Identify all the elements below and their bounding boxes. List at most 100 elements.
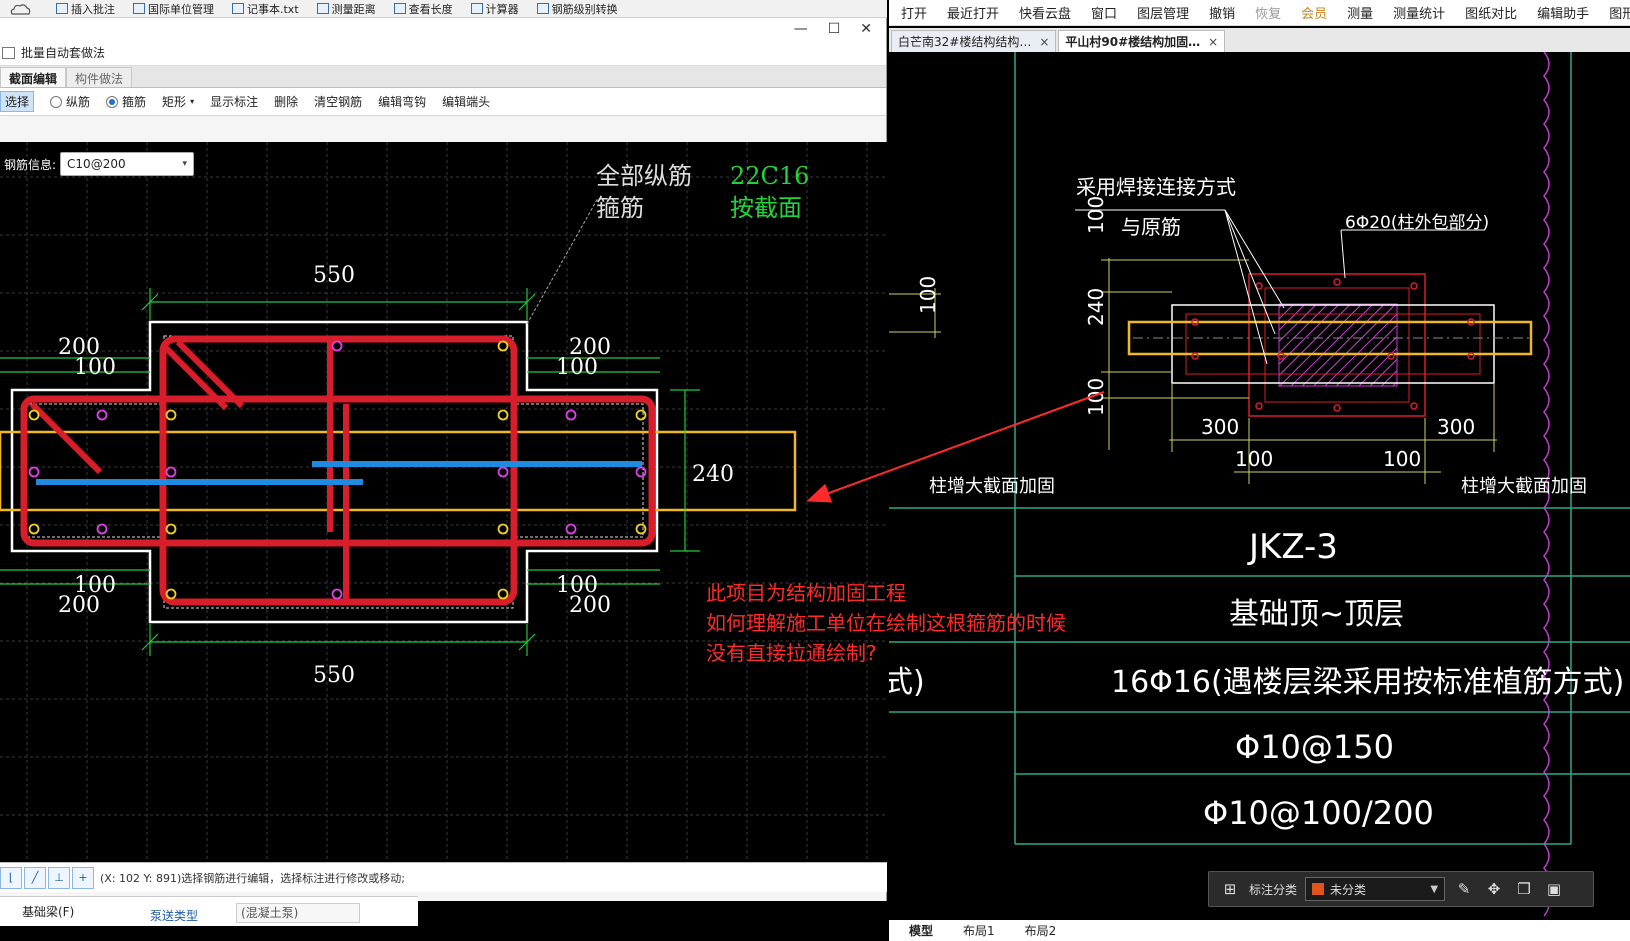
dim-left-bottom-100[interactable]: 100 — [74, 573, 116, 598]
dim-top-width[interactable]: 550 — [313, 263, 355, 288]
menu-measure[interactable]: 测量 — [1347, 7, 1374, 22]
dim-100-bottom[interactable]: 100 — [1084, 378, 1108, 416]
menu-redo[interactable]: 恢复 — [1255, 7, 1282, 22]
menu-measure-stats[interactable]: 测量统计 — [1393, 7, 1446, 22]
note-stirrup[interactable]: 箍筋 — [596, 194, 644, 222]
select-button[interactable]: 选择 — [0, 91, 35, 112]
dim-right-bottom-200[interactable]: 200 — [569, 593, 611, 618]
rebar-point[interactable] — [331, 588, 343, 600]
dim-right-top-100[interactable]: 100 — [556, 355, 598, 380]
rebar-point[interactable] — [497, 409, 509, 421]
menu-undo[interactable]: 撤销 — [1209, 7, 1236, 22]
tab-layout-2[interactable]: 布局2 — [1024, 924, 1057, 938]
toolbar-view-length[interactable]: 查看长度 — [393, 1, 453, 17]
show-dimension-button[interactable]: 显示标注 — [210, 95, 259, 109]
hook-1[interactable] — [160, 342, 229, 411]
rebar-info-combo[interactable]: C10@200▾ — [60, 152, 195, 176]
menu-vip[interactable]: 会员 — [1301, 7, 1328, 22]
edit-hook-button[interactable]: 编辑弯钩 — [378, 95, 427, 109]
rebar-point[interactable] — [28, 523, 40, 535]
rebar-point[interactable] — [165, 409, 177, 421]
radio-stirrup[interactable]: 箍筋 — [106, 93, 146, 110]
rebar-point[interactable] — [497, 523, 509, 535]
dim-100-a[interactable]: 100 — [1235, 447, 1273, 471]
hook-2[interactable] — [29, 401, 103, 475]
cloud-icon[interactable] — [8, 2, 38, 16]
table-longitudinal[interactable]: 16Φ16(遇楼层梁采用按标准植筋方式) — [1111, 665, 1624, 700]
dim-right-240[interactable]: 240 — [692, 462, 734, 487]
weld-note-1[interactable]: 采用焊接连接方式 — [1076, 175, 1236, 199]
rebar-point[interactable] — [565, 409, 577, 421]
rebar-point[interactable] — [497, 340, 509, 352]
note-longitudinal-value[interactable]: 22C16 — [730, 162, 809, 190]
tab-model[interactable]: 模型 — [909, 924, 934, 938]
close-icon[interactable]: × — [1208, 34, 1219, 49]
doc-tab-2[interactable]: 平山村90#楼结构加固…× — [1058, 30, 1226, 52]
dim-left-top-100[interactable]: 100 — [74, 355, 116, 380]
dim-right-top-200[interactable]: 200 — [569, 335, 611, 360]
rebar-point[interactable] — [165, 523, 177, 535]
toolbar-calculator[interactable]: 计算器 — [470, 1, 519, 17]
tab-component-method[interactable]: 构件做法 — [66, 67, 133, 87]
toolbar-unit-manager[interactable]: 国际单位管理 — [133, 1, 214, 17]
toolbar-measure-distance[interactable]: 测量距离 — [316, 1, 376, 17]
weld-note-2[interactable]: 与原筋 — [1121, 215, 1181, 239]
toolbar-notepad[interactable]: 记事本.txt — [232, 1, 299, 17]
rebar-point[interactable] — [497, 466, 509, 478]
rebar-point[interactable] — [165, 588, 177, 600]
dim-right-bottom-100[interactable]: 100 — [556, 573, 598, 598]
note-all-longitudinal[interactable]: 全部纵筋 — [596, 162, 692, 190]
rebar-point[interactable] — [331, 340, 343, 352]
hook-1b[interactable] — [175, 339, 245, 409]
rebar-point[interactable] — [28, 409, 40, 421]
close-icon[interactable]: ✕ — [860, 21, 872, 37]
toolbar-rebar-convert[interactable]: 钢筋级别转换 — [536, 1, 618, 17]
right-drawing-canvas[interactable]: 100 — [889, 52, 1630, 920]
table-stirrup-2[interactable]: Φ10@100/200 — [1203, 794, 1434, 832]
stirrup-vertical[interactable] — [159, 335, 518, 606]
section-drawing[interactable]: 550 550 200 100 200 100 100 200 100 200 … — [0, 142, 887, 862]
draw-line-icon[interactable]: ⌊ — [0, 866, 22, 889]
category-combo[interactable]: 未分类▼ — [1305, 877, 1446, 901]
copy-icon[interactable]: ❐ — [1517, 880, 1531, 898]
dim-100-b[interactable]: 100 — [1383, 447, 1421, 471]
menu-graphics[interactable]: 图形 — [1609, 7, 1630, 22]
rebar-point[interactable] — [565, 523, 577, 535]
shape-dropdown[interactable]: 矩形▾ — [162, 95, 195, 109]
label-strengthen-right[interactable]: 柱增大截面加固 — [1461, 476, 1587, 497]
maximize-icon[interactable]: ☐ — [827, 21, 841, 37]
grid-icon[interactable]: ⊞ — [1223, 880, 1237, 898]
clear-rebar-button[interactable]: 清空钢筋 — [314, 95, 363, 109]
edit-end-button[interactable]: 编辑端头 — [442, 95, 491, 109]
draw-perp-icon[interactable]: ⊥ — [48, 866, 70, 889]
dim-300-left[interactable]: 300 — [1201, 415, 1239, 439]
right-drawing[interactable]: 100 — [889, 52, 1630, 920]
rebar-point[interactable] — [635, 409, 647, 421]
edit-icon[interactable]: ✎ — [1457, 880, 1471, 898]
dim-left-top-200[interactable]: 200 — [58, 335, 100, 360]
menu-window[interactable]: 窗口 — [1091, 7, 1118, 22]
stirrup-horizontal[interactable] — [20, 395, 656, 547]
menu-cloud[interactable]: 快看云盘 — [1019, 7, 1072, 22]
dim-bottom-width[interactable]: 550 — [313, 663, 355, 688]
table-stirrup-1[interactable]: Φ10@150 — [1235, 728, 1394, 766]
minimize-icon[interactable]: — — [793, 21, 808, 37]
dim-240[interactable]: 240 — [1084, 288, 1108, 326]
rebar-note[interactable]: 6Φ20(柱外包部分) — [1345, 213, 1489, 233]
rebar-point[interactable] — [96, 523, 108, 535]
menu-edit-helper[interactable]: 编辑助手 — [1537, 7, 1590, 22]
doc-tab-1[interactable]: 白芒南32#楼结构结构…× — [891, 30, 1057, 52]
dim-300-right[interactable]: 300 — [1437, 415, 1475, 439]
note-stirrup-value[interactable]: 按截面 — [730, 194, 802, 222]
rebar-point[interactable] — [635, 466, 647, 478]
draw-slash-icon[interactable]: ╱ — [24, 866, 46, 889]
dim-left-bottom-200[interactable]: 200 — [58, 593, 100, 618]
radio-longitudinal[interactable]: 纵筋 — [50, 93, 90, 110]
paste-icon[interactable]: ▣ — [1546, 880, 1562, 898]
menu-compare[interactable]: 图纸对比 — [1465, 7, 1518, 22]
rebar-point[interactable] — [165, 466, 177, 478]
add-point-icon[interactable]: + — [72, 866, 94, 889]
rebar-point[interactable] — [96, 409, 108, 421]
section-canvas[interactable]: 钢筋信息: C10@200▾ — [0, 142, 887, 862]
toolbar-insert-comment[interactable]: 插入批注 — [56, 1, 115, 17]
